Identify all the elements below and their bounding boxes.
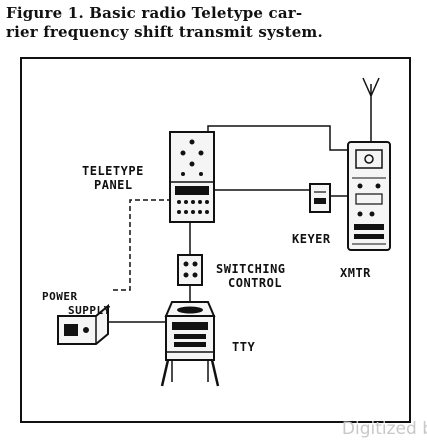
label-teletype-panel-line-1: TELETYPE	[82, 164, 144, 178]
label-switching-control: SWITCHING CONTROL	[216, 262, 286, 290]
figure-caption: Figure 1. Basic radio Teletype car- rier…	[6, 4, 422, 42]
label-teletype-panel-line-2: PANEL	[94, 178, 133, 192]
label-keyer-text: KEYER	[292, 232, 331, 246]
label-power-supply: POWER SUPPLY	[42, 290, 111, 318]
wire-panel-to-xmtr-top	[207, 125, 348, 151]
label-xmtr-text: XMTR	[340, 266, 371, 280]
caption-line-2: rier frequency shift transmit system.	[6, 23, 323, 41]
power-supply-icon	[57, 303, 109, 345]
antenna-icon	[362, 77, 380, 150]
label-keyer: KEYER	[292, 232, 331, 246]
keyer-icon	[309, 183, 331, 213]
label-switching-line-1: SWITCHING	[216, 262, 286, 276]
label-tty-text: TTY	[232, 340, 256, 354]
label-tty: TTY	[232, 340, 255, 354]
label-xmtr: XMTR	[340, 266, 371, 280]
label-power-line-1: POWER	[42, 290, 78, 303]
digitized-watermark: Digitized b	[341, 419, 427, 439]
caption-line-1: Figure 1. Basic radio Teletype car-	[6, 4, 303, 22]
teletypewriter-icon	[160, 301, 220, 387]
teletype-panel-icon	[169, 131, 215, 223]
diagram-frame	[20, 57, 411, 423]
wire-panel-to-power	[112, 199, 172, 291]
label-switching-line-2: CONTROL	[228, 276, 283, 290]
connection-wires	[108, 125, 348, 323]
transmitter-icon	[347, 141, 391, 251]
switching-control-icon	[177, 254, 203, 286]
label-teletype-panel: TELETYPE PANEL	[82, 164, 144, 192]
label-power-line-2: SUPPLY	[68, 304, 111, 317]
